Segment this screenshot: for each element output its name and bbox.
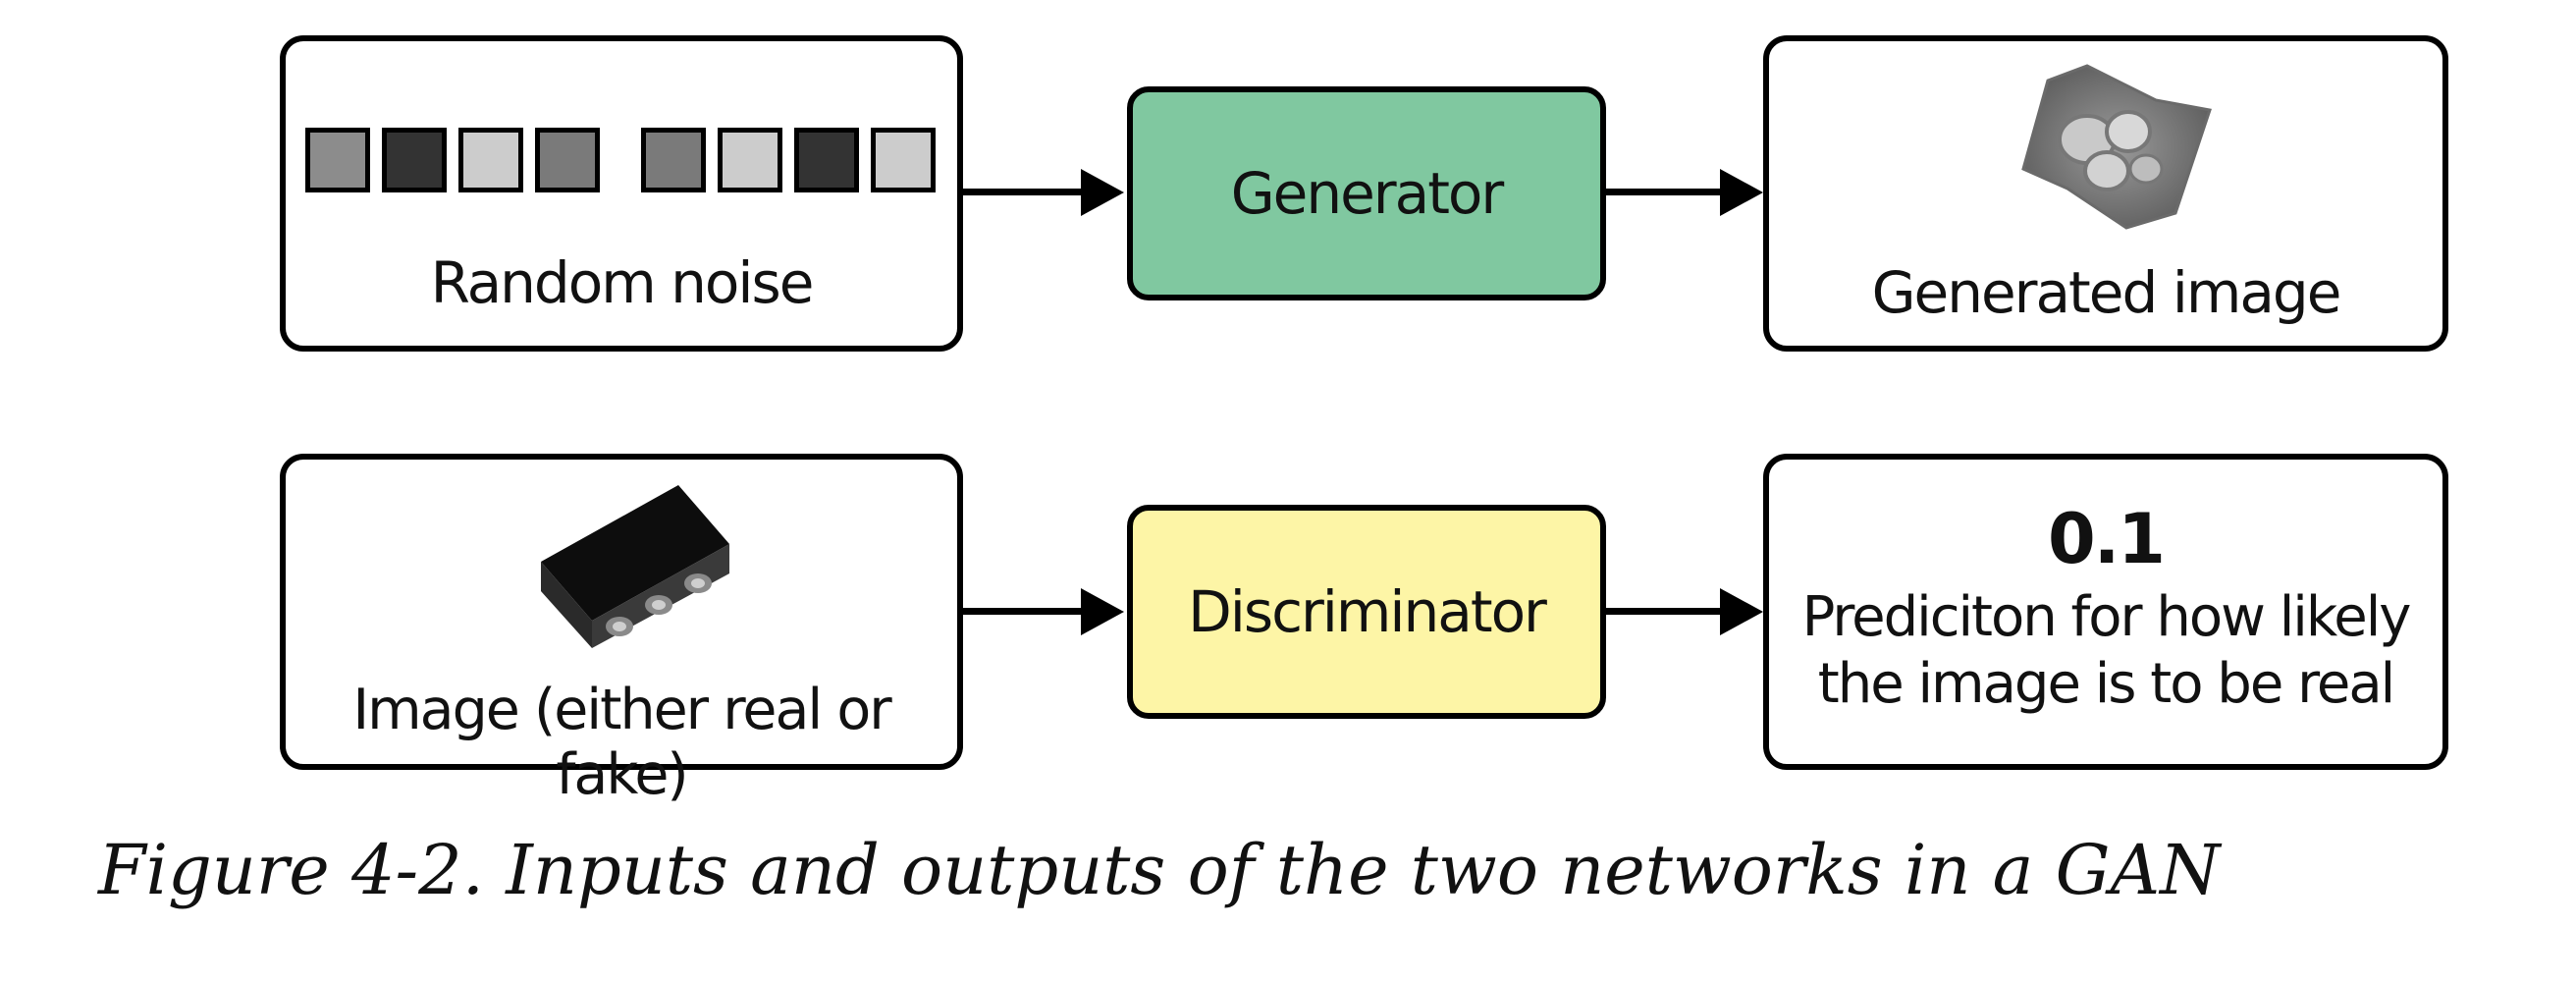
input-image-label: Image (either real or fake) xyxy=(352,678,891,807)
noise-cell xyxy=(794,128,859,192)
noise-cell xyxy=(871,128,936,192)
input-image-box: Image (either real or fake) xyxy=(280,454,963,807)
arrow-noise-to-generator xyxy=(963,189,1081,195)
generated-image-box: Generated image xyxy=(1763,35,2448,352)
generated-image-label: Generated image xyxy=(1871,259,2342,326)
noise-cell xyxy=(382,128,447,192)
arrow-head-icon xyxy=(1720,588,1763,635)
input-image-thumbnail xyxy=(541,485,729,648)
random-noise-label: Random noise xyxy=(430,249,815,316)
noise-cell xyxy=(305,128,370,192)
generator-box: Generator xyxy=(1127,86,1606,300)
arrow-generator-to-image xyxy=(1606,189,1720,195)
noise-cell xyxy=(641,128,706,192)
noise-vector xyxy=(305,128,953,192)
generated-image-thumbnail xyxy=(2021,64,2212,230)
arrow-image-to-discriminator xyxy=(963,608,1081,615)
prediction-label-line2: the image is to be real xyxy=(1817,652,2395,716)
prediction-value: 0.1 xyxy=(2047,499,2166,579)
discriminator-box: Discriminator xyxy=(1127,505,1606,719)
arrow-discriminator-to-prediction xyxy=(1606,608,1720,615)
noise-cell xyxy=(458,128,523,192)
discriminator-label: Discriminator xyxy=(1188,578,1547,645)
arrow-head-icon xyxy=(1720,169,1763,216)
arrow-head-icon xyxy=(1081,169,1124,216)
arrow-head-icon xyxy=(1081,588,1124,635)
generator-label: Generator xyxy=(1230,160,1505,227)
prediction-label-line1: Prediciton for how likely xyxy=(1801,585,2412,649)
prediction-box: 0.1 Prediciton for how likely the image … xyxy=(1763,454,2448,770)
noise-cell xyxy=(718,128,782,192)
random-noise-box: Random noise xyxy=(280,35,963,352)
figure-caption: Figure 4-2. Inputs and outputs of the tw… xyxy=(98,830,2221,910)
noise-cell xyxy=(535,128,600,192)
